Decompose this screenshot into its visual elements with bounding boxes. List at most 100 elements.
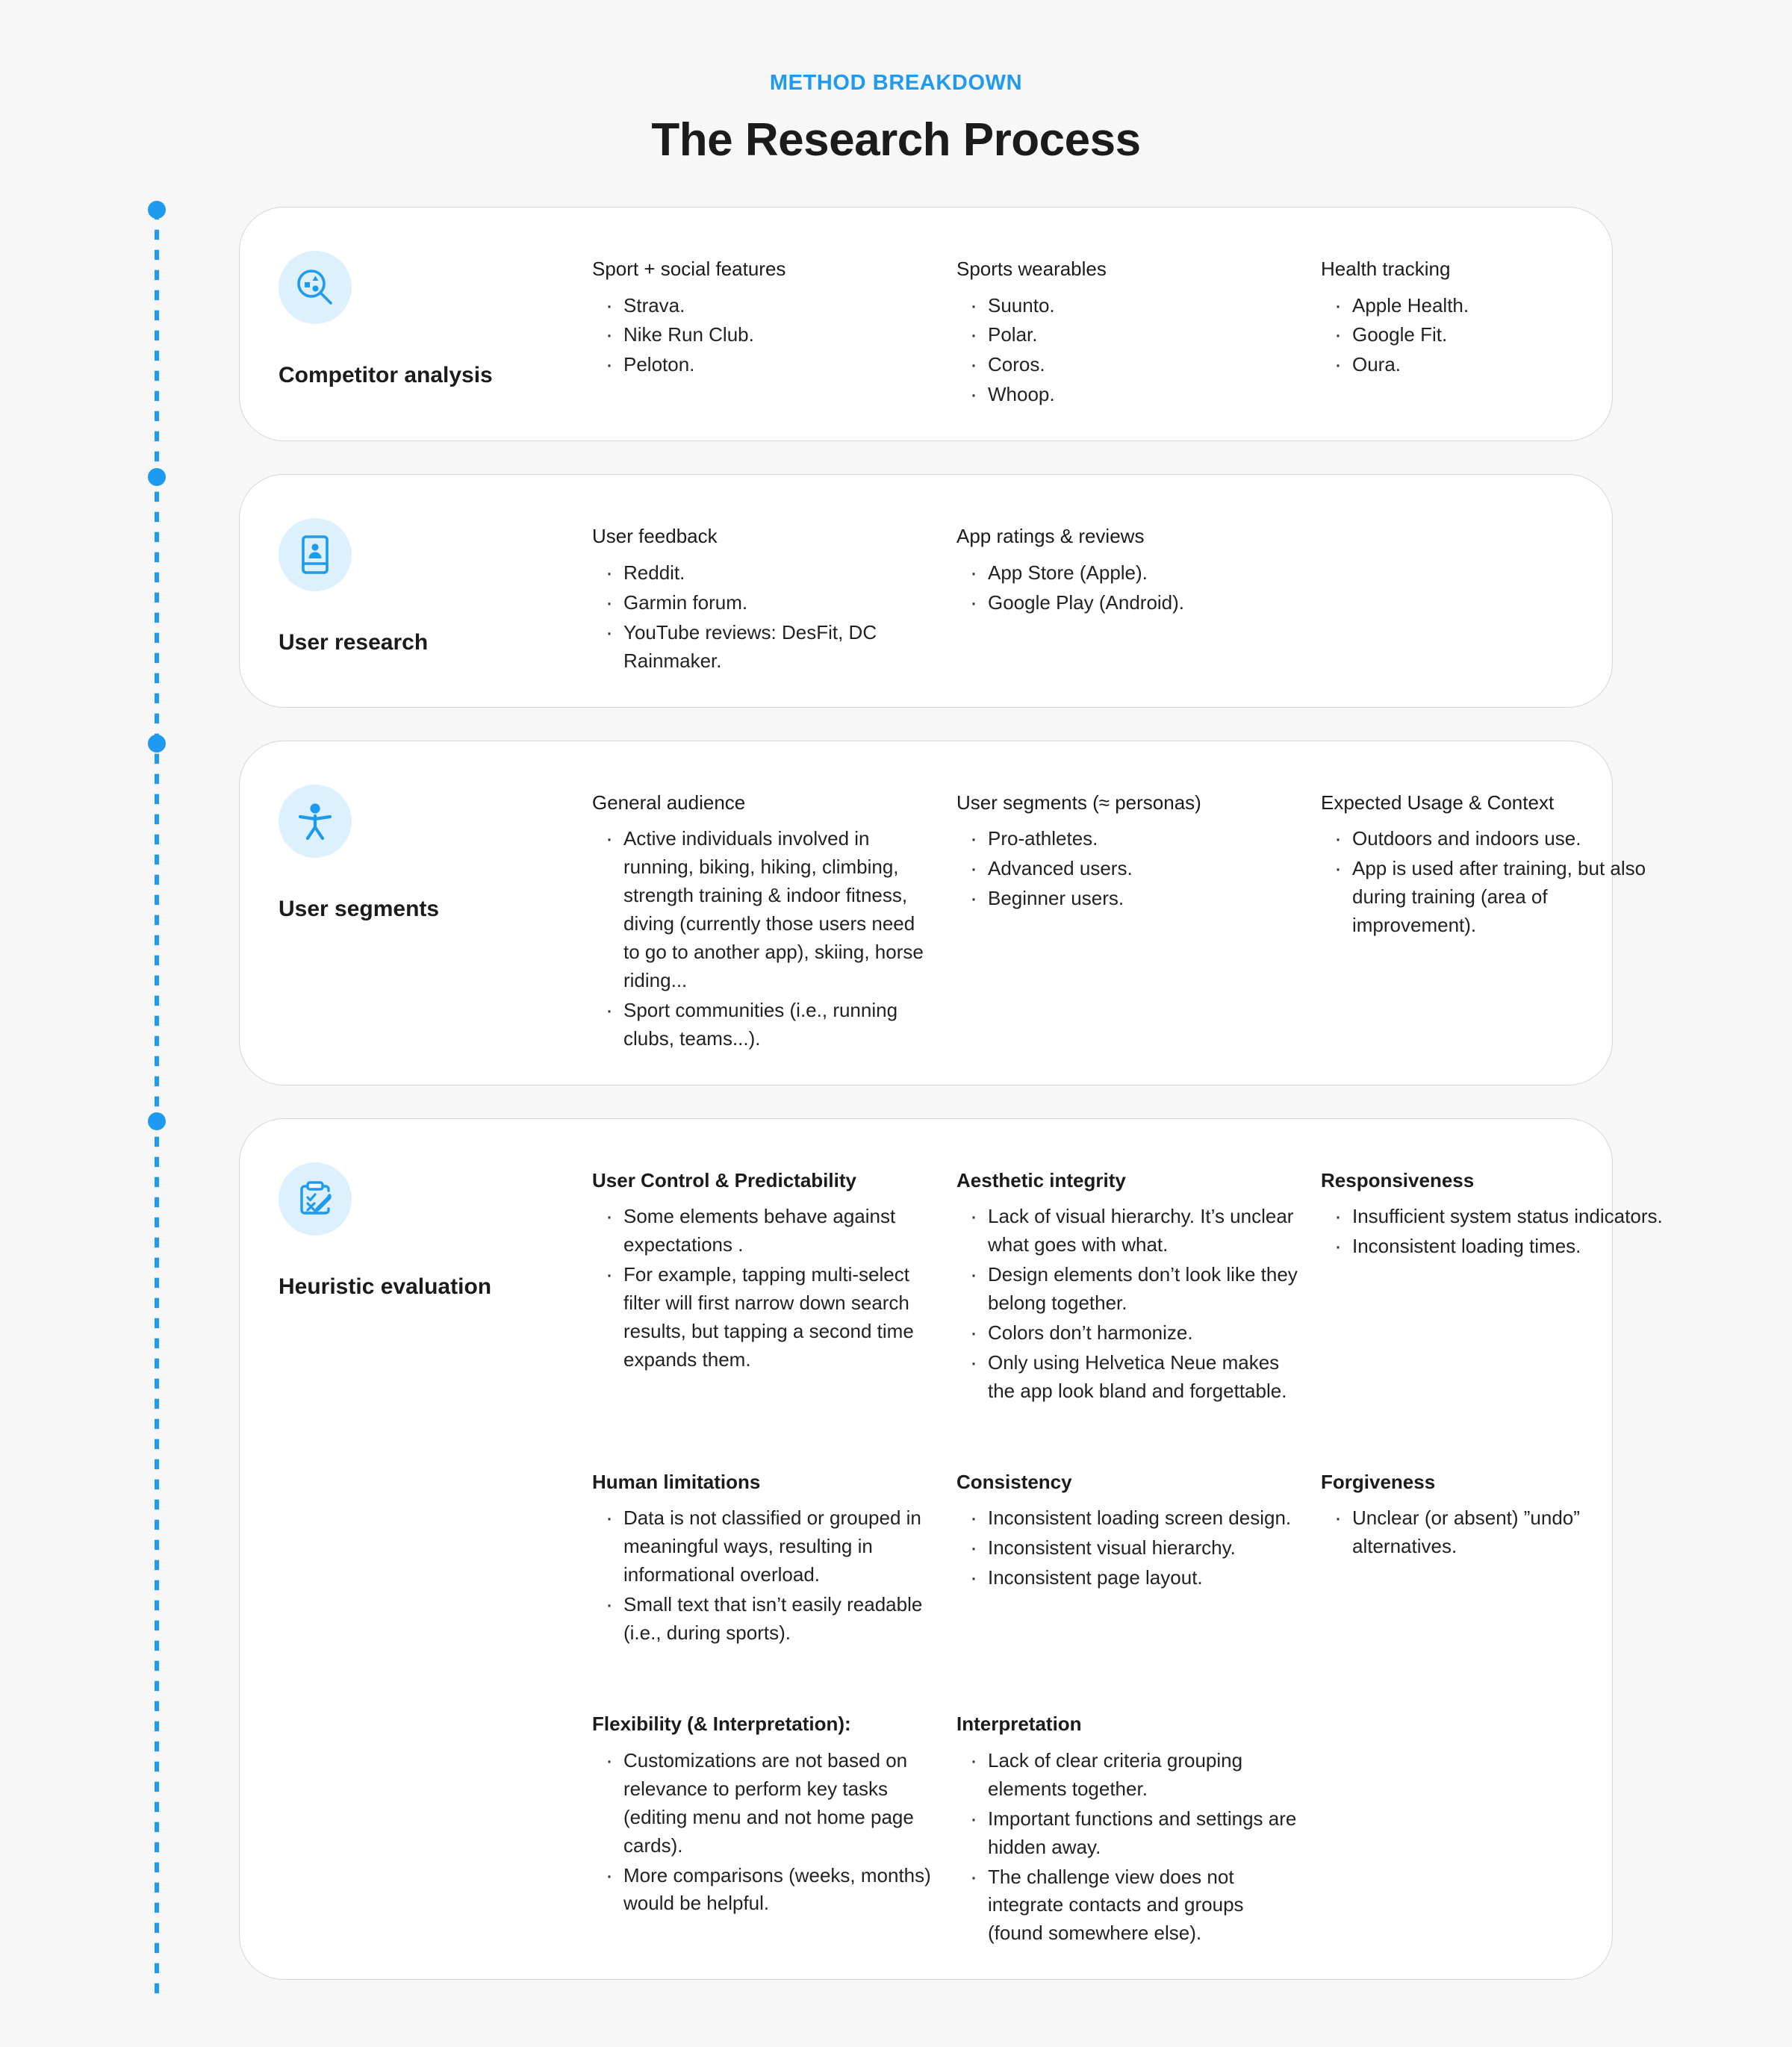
content-column: Sports wearablesSuunto.Polar.Coros.Whoop… [956,257,1321,411]
content-column: ForgivenessUnclear (or absent) ”undo” al… [1321,1470,1685,1649]
process-card: Competitor analysis Sport + social featur… [239,207,1613,442]
card-left-column: User segments [279,771,592,1055]
bullet-list: Active individuals involved in running, … [592,823,936,1053]
card-title: Heuristic evaluation [279,1274,492,1299]
column-heading: Consistency [956,1470,1072,1493]
card-title: Competitor analysis [279,363,493,387]
content-column: User Control & PredictabilitySome elemen… [592,1168,956,1407]
column-heading: Health tracking [1321,258,1451,280]
list-item: Inconsistent loading screen design. [968,1502,1300,1535]
list-item: Strava. [604,290,936,323]
bullet-list: Suunto.Polar.Coros.Whoop. [956,290,1300,412]
content-column: Sport + social featuresStrava.Nike Run C… [592,257,956,411]
column-heading: Expected Usage & Context [1321,791,1555,814]
content-column: Flexibility (& Interpretation): Customiza… [592,1712,956,1949]
bullet-list: Outdoors and indoors use.App is used aft… [1321,823,1664,940]
list-item: Coros. [968,349,1300,381]
list-item: Small text that isn’t easily readable (i… [604,1589,936,1648]
content-column: Expected Usage & ContextOutdoors and ind… [1321,791,1685,1055]
bullet-list: Lack of visual hierarchy. It’s unclear w… [956,1200,1300,1406]
list-item: Only using Helvetica Neue makes the app … [968,1347,1300,1406]
page-title: The Research Process [651,114,1141,166]
list-item: Google Play (Android). [968,587,1300,620]
timeline-milestone-dot [148,734,166,753]
list-item: Pro-athletes. [968,823,1300,856]
process-card-list: Competitor analysis Sport + social featur… [179,207,1663,1981]
user-card-icon [279,518,352,592]
column-heading: Sport + social features [592,258,786,280]
process-card: User segments General audienceActive indi… [239,740,1646,1085]
column-spacer [1321,524,1685,676]
list-item: Inconsistent visual hierarchy. [968,1532,1300,1565]
list-item: App Store (Apple). [968,557,1300,590]
list-item: Inconsistent loading times. [1333,1230,1664,1263]
card-content-columns: User Control & PredictabilitySome elemen… [592,1149,1685,1950]
card-column-row: Flexibility (& Interpretation): Customiza… [592,1712,1685,1949]
card-column-row: Sport + social featuresStrava.Nike Run C… [592,257,1685,411]
list-item: Whoop. [968,378,1300,411]
card-column-row: User feedbackReddit.Garmin forum.YouTube… [592,524,1685,676]
list-item: Suunto. [968,290,1300,323]
list-item: Unclear (or absent) ”undo” alternatives. [1333,1502,1664,1561]
bullet-list: Strava.Nike Run Club.Peloton. [592,290,936,382]
content-column: User feedbackReddit.Garmin forum.YouTube… [592,524,956,676]
card-title: User segments [279,896,440,921]
list-item: Sport communities (i.e., running clubs, … [604,994,936,1053]
content-column: Aesthetic integrityLack of visual hierar… [956,1168,1321,1407]
list-item: Google Fit. [1333,319,1664,352]
bullet-list: Insufficient system status indicators.In… [1321,1200,1664,1263]
list-item: More comparisons (weeks, months) would b… [604,1860,936,1919]
column-heading: User segments (≈ personas) [956,791,1201,814]
card-title: User research [279,630,429,655]
person-active-icon [279,784,352,858]
list-item: Some elements behave against expectation… [604,1200,936,1259]
card-left-column: User research [279,505,592,676]
list-item: YouTube reviews: DesFit, DC Rainmaker. [604,617,936,676]
process-card: Heuristic evaluation User Control & Predi… [239,1118,1663,1981]
list-item: Reddit. [604,557,936,590]
bullet-list: Pro-athletes.Advanced users.Beginner use… [956,823,1300,915]
content-column: User segments (≈ personas) Pro-athletes.A… [956,791,1321,1055]
timeline-dotted-line [155,211,159,2003]
timeline-milestone-dot [148,201,166,219]
column-heading: User feedback [592,525,718,548]
column-heading: User Control & Predictability [592,1168,856,1191]
list-item: Nike Run Club. [604,319,936,352]
column-heading: Interpretation [956,1713,1082,1736]
bullet-list: Some elements behave against expectation… [592,1200,936,1374]
list-item: Lack of clear criteria grouping elements… [968,1745,1300,1804]
column-heading: App ratings & reviews [956,525,1145,548]
bullet-list: App Store (Apple).Google Play (Android). [956,557,1300,620]
timeline-milestone-dot [148,468,166,487]
clipboard-edit-icon [279,1162,352,1236]
column-heading: General audience [592,791,746,814]
content-column: ConsistencyInconsistent loading screen d… [956,1470,1321,1649]
list-item: Customizations are not based on relevanc… [604,1745,936,1860]
list-item: App is used after training, but also dur… [1333,853,1664,940]
list-item: Important functions and settings are hid… [968,1803,1300,1862]
bullet-list: Lack of clear criteria grouping elements… [956,1745,1300,1948]
content-column: InterpretationLack of clear criteria gro… [956,1712,1321,1949]
list-item: Insufficient system status indicators. [1333,1200,1664,1233]
column-heading: Responsiveness [1321,1168,1475,1191]
bullet-list: Unclear (or absent) ”undo” alternatives. [1321,1502,1664,1561]
card-content-columns: User feedbackReddit.Garmin forum.YouTube… [592,505,1685,676]
bullet-list: Data is not classified or grouped in mea… [592,1502,936,1648]
eyebrow-label: METHOD BREAKDOWN [769,71,1023,95]
list-item: Active individuals involved in running, … [604,823,936,995]
page-header: METHOD BREAKDOWN The Research Process [0,0,1792,166]
list-item: Lack of visual hierarchy. It’s unclear w… [968,1200,1300,1259]
list-item: The challenge view does not integrate co… [968,1861,1300,1948]
column-heading: Flexibility (& Interpretation): [592,1713,851,1736]
timeline-rail [148,201,166,2003]
list-item: Beginner users. [968,882,1300,915]
bullet-list: Inconsistent loading screen design.Incon… [956,1502,1300,1595]
list-item: Oura. [1333,349,1664,381]
list-item: Outdoors and indoors use. [1333,823,1664,856]
list-item: Colors don’t harmonize. [968,1317,1300,1350]
column-heading: Sports wearables [956,258,1107,280]
bullet-list: Customizations are not based on relevanc… [592,1745,936,1919]
column-heading: Human limitations [592,1470,761,1493]
list-item: Inconsistent page layout. [968,1562,1300,1595]
